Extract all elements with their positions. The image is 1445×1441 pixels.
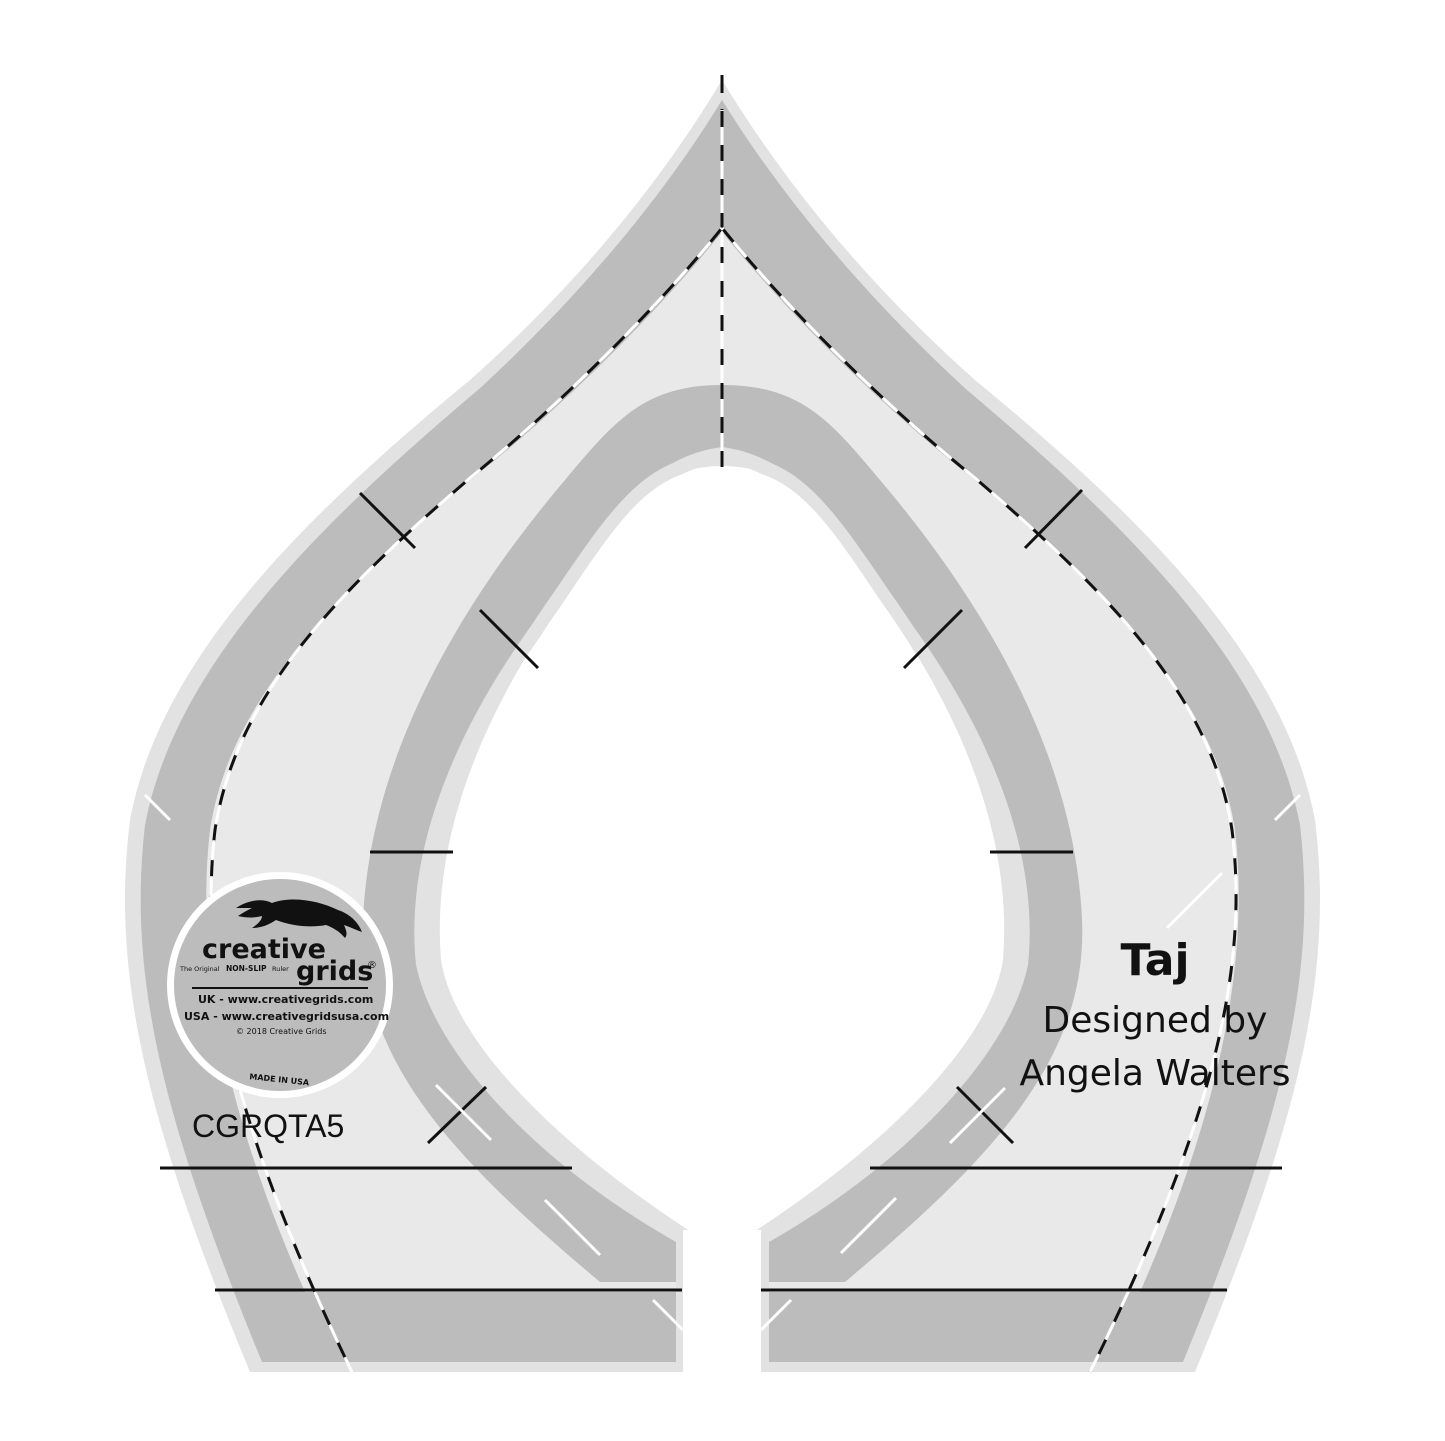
logo-brand-line2: grids [296,956,373,987]
creative-grids-logo: creative grids ® The Original NON-SLIP R… [167,872,393,1098]
logo-badge [174,879,386,1091]
designer-line2: Angela Walters [1019,1053,1290,1094]
reg-mark-left-upper [358,491,417,550]
ruler-bottom-gap [683,1230,761,1390]
reg-mark-left-lower [426,1085,488,1145]
logo-brand-line1: creative [202,934,326,965]
left-stitch-line-white [209,227,724,1373]
logo-tagline-pre: The Original [179,965,220,973]
ruler-inner-channel [206,232,1239,1292]
logo-tagline-post: Ruler [272,965,289,973]
reg-mark-right-lower [955,1085,1015,1145]
reg-mark-left-inner [478,608,540,670]
registration-marks [358,488,1084,1145]
logo-uk-url: UK - www.creativegrids.com [198,993,373,1006]
logo-tagline-bold: NON-SLIP [226,964,267,973]
logo-copyright: © 2018 Creative Grids [236,1027,326,1036]
measure-lines [160,1166,1282,1292]
right-stitch-line [720,227,1238,1373]
ruler-center-window [441,468,1004,1380]
designer-line1: Designed by [1043,1000,1268,1041]
logo-usa-url: USA - www.creativegridsusa.com [184,1010,389,1023]
fox-icon [236,899,362,938]
reg-mark-right-inner [902,608,964,670]
right-stitch-line-white [720,227,1238,1373]
product-code: CGRQTA5 [192,1108,344,1144]
product-name: Taj [1120,935,1189,986]
reg-mark-right-upper [1023,488,1084,550]
logo-registered-mark: ® [367,960,377,971]
white-guide-lines [143,793,1302,1332]
